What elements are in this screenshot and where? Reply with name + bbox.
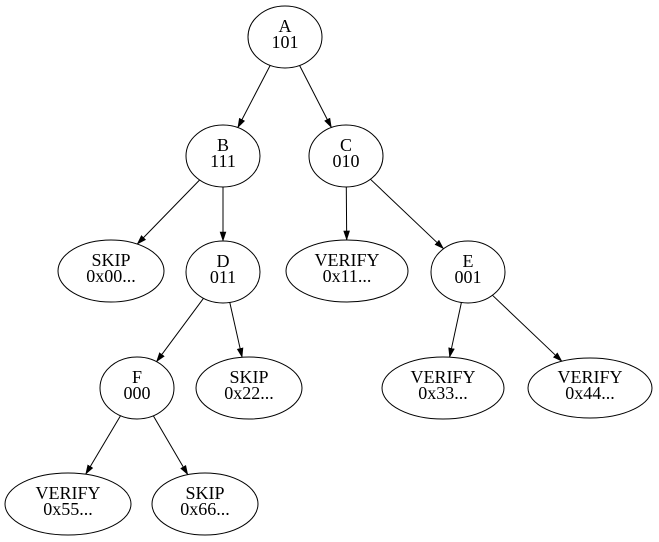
node-shape [285,239,409,303]
node-shape [381,356,505,420]
node-shape [57,239,165,303]
edge-e-to-verify-0x33 [448,302,462,358]
node-shape [308,124,384,188]
edge-a-to-b [237,65,271,129]
node-shape [99,356,175,420]
node-verify-0x44: VERIFY0x44... [527,357,653,419]
node-sublabel: 010 [333,151,360,171]
node-label: VERIFY [314,250,379,270]
node-label: SKIP [91,250,130,270]
node-skip-0x22: SKIP0x22... [195,356,303,420]
edge-f-to-verify-0x55 [85,415,121,475]
edge-b-to-skip-0x00 [136,179,200,245]
node-label: VERIFY [557,367,622,387]
edge-f-to-skip-0x66 [152,415,189,476]
edge-a-to-c [299,65,332,129]
node-shape [4,472,132,536]
node-sublabel: 001 [455,267,482,287]
node-sublabel: 0x00... [86,266,136,286]
node-label: E [463,251,474,271]
edge-layer [85,65,563,476]
node-shape [151,472,259,536]
node-sublabel: 0x11... [323,266,372,286]
node-shape [527,357,653,419]
node-label: SKIP [185,483,224,503]
node-label: A [279,16,292,36]
node-layer: A101B111C010SKIP0x00...D011VERIFY0x11...… [4,5,653,536]
node-sublabel: 0x55... [43,499,93,519]
node-label: C [340,135,352,155]
node-verify-0x33: VERIFY0x33... [381,356,505,420]
node-sublabel: 111 [210,151,236,171]
node-sublabel: 0x44... [565,383,615,403]
node-label: B [217,135,229,155]
node-verify-0x55: VERIFY0x55... [4,472,132,536]
node-sublabel: 011 [210,267,236,287]
node-sublabel: 101 [272,32,299,52]
node-shape [185,240,261,304]
node-sublabel: 0x22... [224,383,274,403]
node-label: F [132,367,142,387]
node-verify-0x11: VERIFY0x11... [285,239,409,303]
node-sublabel: 0x66... [180,499,230,519]
edge-d-to-skip-0x22 [229,302,244,358]
node-skip-0x66: SKIP0x66... [151,472,259,536]
node-label: VERIFY [410,367,475,387]
edge-e-to-verify-0x44 [492,294,563,362]
node-sublabel: 0x33... [418,383,468,403]
node-skip-0x00: SKIP0x00... [57,239,165,303]
node-shape [185,124,261,188]
edge-c-to-e [370,178,445,250]
node-shape [247,5,323,69]
node-sublabel: 000 [124,383,151,403]
node-label: D [217,251,230,271]
node-shape [430,240,506,304]
node-label: SKIP [229,367,268,387]
node-shape [195,356,303,420]
edge-d-to-f [156,298,204,363]
node-label: VERIFY [35,483,100,503]
